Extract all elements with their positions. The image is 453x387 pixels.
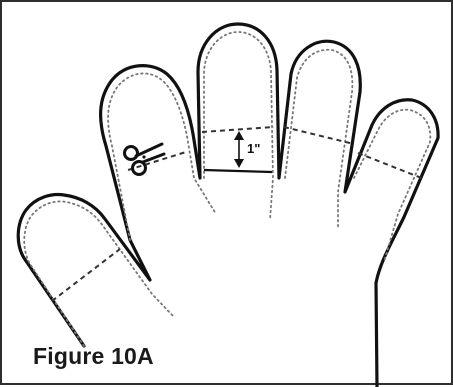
- fold-guide-lines: [24, 32, 430, 346]
- middle-cut-line-lower: [204, 170, 272, 172]
- figure-caption: Figure 10A: [33, 343, 154, 370]
- hand-outline: [18, 24, 438, 387]
- thumb-guide: [24, 201, 174, 346]
- thumb-cut-line: [52, 249, 120, 301]
- ring-guide: [285, 50, 352, 228]
- dimension-arrow-top: [234, 131, 244, 140]
- dimension-marker: 1": [234, 131, 260, 168]
- dimension-label: 1": [247, 141, 260, 156]
- ring-cut-line: [284, 127, 354, 144]
- pinky-cut-line: [358, 153, 424, 179]
- middle-guide: [204, 32, 273, 220]
- middle-cut-line-upper: [202, 127, 274, 132]
- dimension-arrow-bottom: [234, 159, 244, 168]
